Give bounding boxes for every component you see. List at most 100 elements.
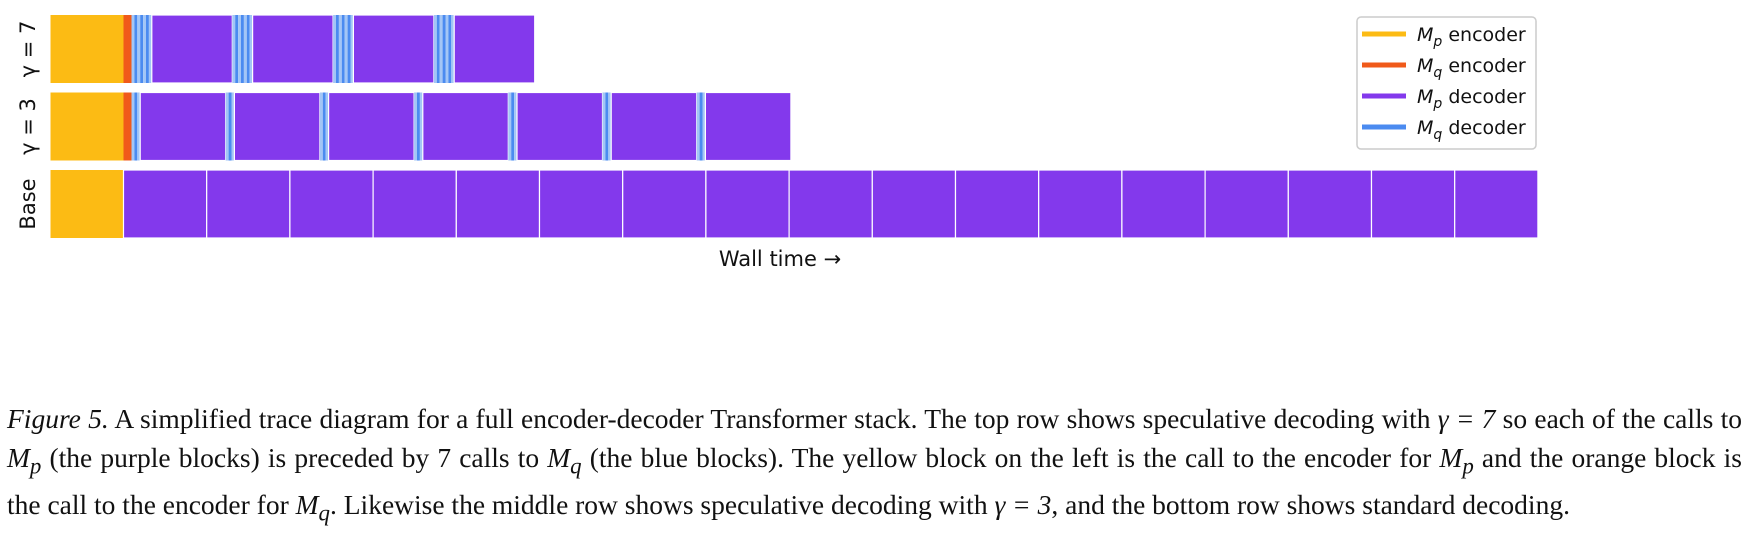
legend: Mp encoder Mq encoder Mp decoder Mq decoder <box>1356 16 1537 150</box>
math-mp: Mp <box>7 441 42 479</box>
mq-decoder-step <box>140 15 144 83</box>
mq-decoder-step <box>514 92 517 161</box>
mp-decoder-block <box>1370 169 1456 239</box>
mq-decoder-step <box>419 92 423 161</box>
mq-decoder-step <box>602 92 606 161</box>
mp-decoder-block <box>139 91 227 162</box>
legend-entry: Mq decoder <box>1417 117 1526 143</box>
caption-text: (the purple blocks) is preceded by 7 cal… <box>41 441 548 473</box>
legend-entry: Mq encoder <box>1417 55 1526 81</box>
row-label: Base <box>16 178 40 229</box>
mq-decoder-step <box>241 15 244 83</box>
mq-decoder-step <box>511 92 515 161</box>
mq-decoder-step <box>338 15 342 83</box>
mq-decoder-step <box>249 15 253 83</box>
mp-decoder-block <box>788 169 873 239</box>
mp-decoder-block <box>289 169 374 239</box>
mq-encoder-block <box>123 15 132 83</box>
mq-decoder-step <box>131 15 135 83</box>
mq-decoder-step <box>605 92 609 161</box>
mq-decoder-step <box>344 15 348 83</box>
math-mq: Mq <box>295 488 330 526</box>
mq-decoder-step <box>433 15 437 83</box>
mq-decoder-step <box>451 15 455 83</box>
mp-decoder-block <box>538 169 624 239</box>
mp-encoder-block <box>50 170 124 238</box>
mp-decoder-block <box>704 91 792 162</box>
mp-decoder-block <box>871 169 957 239</box>
mq-decoder-step <box>137 15 141 83</box>
math-mp: Mp <box>1439 441 1474 479</box>
mp-decoder-block <box>372 169 457 239</box>
figure-label: Figure 5. <box>7 403 109 434</box>
mq-decoder-step <box>137 92 141 161</box>
legend-entry: Mp decoder <box>1417 86 1526 112</box>
mq-decoder-step <box>148 15 152 83</box>
caption-text: . Likewise the middle row shows speculat… <box>330 488 995 520</box>
caption-text: so each of the calls to <box>1495 403 1743 434</box>
mq-encoder-block <box>123 92 132 161</box>
mq-decoder-step <box>134 15 138 83</box>
gamma-symbol: γ = 7 <box>1437 403 1496 434</box>
mq-decoder-step <box>143 15 146 83</box>
mq-decoder-step <box>448 15 452 83</box>
mq-decoder-step <box>322 92 326 161</box>
x-axis-label: Wall time → <box>719 247 841 271</box>
mq-decoder-step <box>508 92 512 161</box>
mq-decoder-step <box>347 15 351 83</box>
mq-decoder-step <box>225 92 229 161</box>
mp-decoder-block <box>1204 169 1289 239</box>
mq-decoder-step <box>238 15 241 83</box>
mq-decoder-step <box>319 92 323 161</box>
mq-decoder-step <box>696 92 700 161</box>
mp-decoder-block <box>453 14 536 84</box>
figure-caption: Figure 5. A simplified trace diagram for… <box>7 400 1742 533</box>
mp-encoder-block <box>50 15 124 83</box>
mp-decoder-block <box>352 14 435 84</box>
mq-decoder-step <box>243 15 247 83</box>
math-mq: Mq <box>547 441 582 479</box>
caption-text: , and the bottom row shows standard deco… <box>1051 488 1570 520</box>
mp-decoder-block <box>422 91 509 162</box>
mq-decoder-step <box>235 15 239 83</box>
mp-decoder-block <box>328 91 415 162</box>
mq-decoder-step <box>134 92 138 161</box>
mq-decoder-step <box>436 15 440 83</box>
mp-decoder-block <box>233 91 321 162</box>
mq-decoder-step <box>232 15 236 83</box>
mp-decoder-block <box>610 91 698 162</box>
mq-decoder-step <box>414 92 417 161</box>
mp-decoder-block <box>151 14 233 84</box>
mq-decoder-step <box>333 15 336 83</box>
mq-decoder-step <box>699 92 703 161</box>
mq-decoder-step <box>445 15 449 83</box>
mq-decoder-step <box>131 92 135 161</box>
mq-decoder-step <box>228 92 232 161</box>
mp-decoder-block <box>1454 169 1539 239</box>
mp-decoder-block <box>1287 169 1373 239</box>
caption-text: and the orange block is the call to the … <box>7 441 1742 520</box>
mq-decoder-step <box>608 92 612 161</box>
mp-encoder-block <box>50 92 124 161</box>
legend-frame <box>1356 16 1537 150</box>
mq-decoder-step <box>336 15 339 83</box>
mq-decoder-step <box>146 15 149 83</box>
mp-decoder-block <box>1038 169 1123 239</box>
caption-text: A simplified trace diagram for a full en… <box>108 403 1438 434</box>
mp-decoder-block <box>622 169 707 239</box>
mq-decoder-step <box>350 15 354 83</box>
legend-entry: Mp encoder <box>1417 24 1526 50</box>
mp-decoder-block <box>516 91 604 162</box>
row-label: γ = 7 <box>16 21 40 78</box>
row-label: γ = 3 <box>16 98 40 155</box>
mp-decoder-block <box>122 169 208 239</box>
mq-decoder-step <box>439 15 443 83</box>
mq-decoder-step <box>702 92 706 161</box>
mq-decoder-step <box>231 92 235 161</box>
mq-decoder-step <box>246 15 250 83</box>
mp-decoder-block <box>954 169 1040 239</box>
gamma-symbol: γ = 3 <box>994 488 1052 520</box>
mp-decoder-block <box>705 169 790 239</box>
mp-decoder-block <box>206 169 291 239</box>
